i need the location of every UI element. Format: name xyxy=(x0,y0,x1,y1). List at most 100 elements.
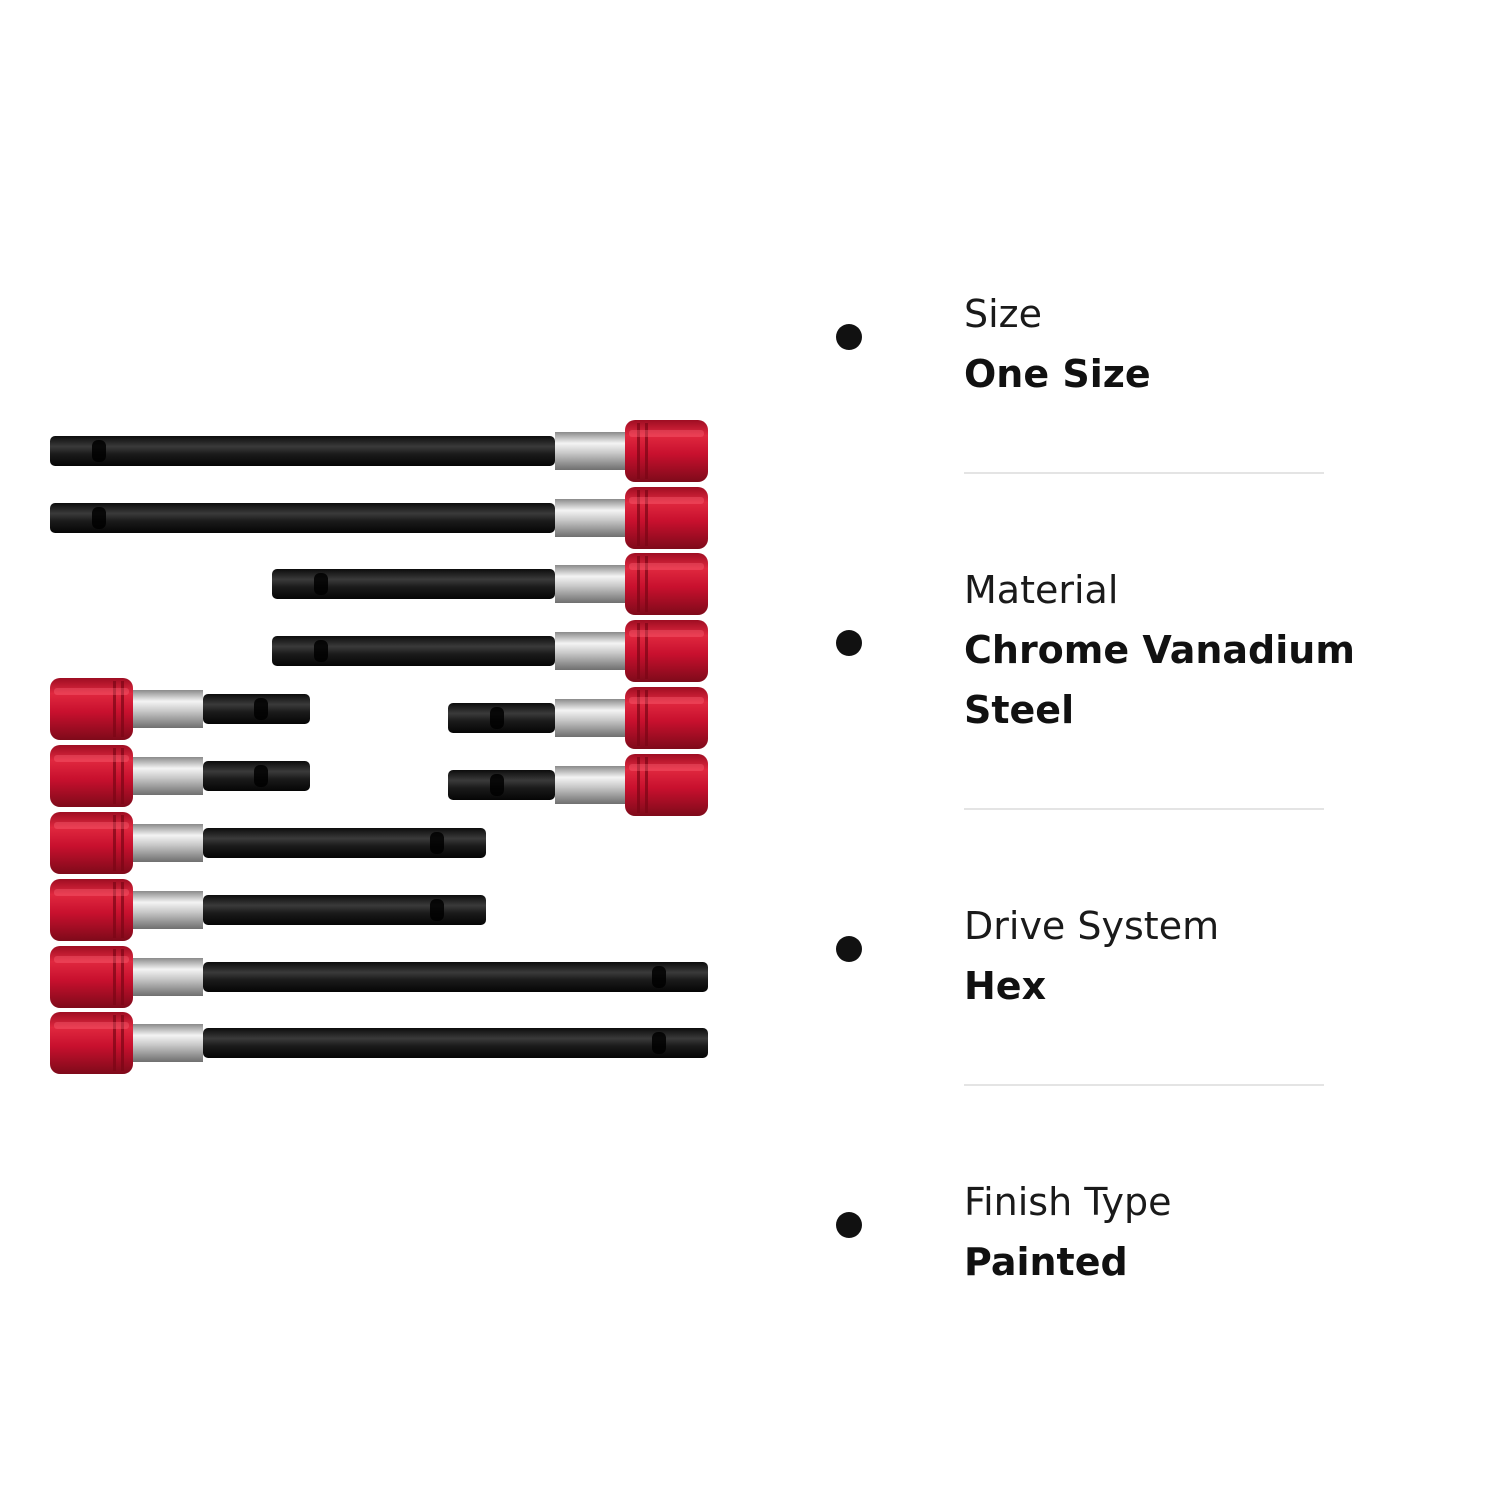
collet-rib xyxy=(121,949,124,1005)
collet-rib xyxy=(645,490,648,546)
bit-holder xyxy=(50,879,486,941)
silver-sleeve xyxy=(555,565,625,603)
collet-rib xyxy=(645,690,648,746)
collet-rib xyxy=(637,757,640,813)
spec-value-finish-type: Painted xyxy=(964,1240,1128,1284)
collet-rib xyxy=(637,423,640,479)
red-collet xyxy=(50,946,133,1008)
spec-value-drive-system: Hex xyxy=(964,964,1047,1008)
collet-highlight xyxy=(54,755,129,762)
spec-text: Finish Type Painted xyxy=(964,1172,1394,1292)
shaft-groove xyxy=(314,640,328,662)
silver-sleeve xyxy=(133,1024,203,1062)
red-collet xyxy=(50,879,133,941)
red-collet xyxy=(50,812,133,874)
shaft-groove xyxy=(314,573,328,595)
collet-rib xyxy=(121,882,124,938)
collet-rib xyxy=(113,882,116,938)
bit-holder xyxy=(272,620,708,682)
collet-highlight xyxy=(54,956,129,963)
silver-sleeve xyxy=(133,958,203,996)
divider xyxy=(964,472,1324,474)
collet-rib xyxy=(113,748,116,804)
collet-highlight xyxy=(54,1022,129,1029)
bit-holder xyxy=(50,745,310,807)
spec-text: Size One Size xyxy=(964,284,1394,404)
collet-rib xyxy=(645,423,648,479)
shaft-groove xyxy=(652,1032,666,1054)
spec-text: Material Chrome Vanadium Steel xyxy=(964,560,1394,740)
hex-shaft xyxy=(203,962,708,992)
shaft-groove xyxy=(254,765,268,787)
spec-text: Drive System Hex xyxy=(964,896,1394,1016)
collet-highlight xyxy=(54,688,129,695)
divider xyxy=(964,808,1324,810)
spec-value-material: Chrome Vanadium Steel xyxy=(964,628,1355,732)
collet-rib xyxy=(637,623,640,679)
collet-highlight xyxy=(54,889,129,896)
collet-rib xyxy=(637,490,640,546)
spec-label-material: Material xyxy=(964,568,1119,612)
bullet-icon xyxy=(836,936,862,962)
red-collet xyxy=(50,745,133,807)
collet-rib xyxy=(113,949,116,1005)
collet-rib xyxy=(637,690,640,746)
bit-holder xyxy=(50,487,708,549)
hex-shaft xyxy=(272,569,555,599)
hex-shaft xyxy=(203,1028,708,1058)
collet-highlight xyxy=(629,764,704,771)
silver-sleeve xyxy=(133,824,203,862)
collet-highlight xyxy=(629,697,704,704)
shaft-groove xyxy=(92,440,106,462)
collet-rib xyxy=(121,815,124,871)
collet-rib xyxy=(121,681,124,737)
collet-highlight xyxy=(54,822,129,829)
hex-shaft xyxy=(203,828,486,858)
collet-rib xyxy=(113,1015,116,1071)
collet-highlight xyxy=(629,563,704,570)
spec-label-finish-type: Finish Type xyxy=(964,1180,1172,1224)
silver-sleeve xyxy=(133,891,203,929)
silver-sleeve xyxy=(133,757,203,795)
spec-label-size: Size xyxy=(964,292,1043,336)
bit-holder xyxy=(50,678,310,740)
shaft-groove xyxy=(430,832,444,854)
bullet-icon xyxy=(836,1212,862,1238)
collet-rib xyxy=(113,815,116,871)
bit-holder xyxy=(448,687,708,749)
bullet-icon xyxy=(836,630,862,656)
silver-sleeve xyxy=(555,432,625,470)
bit-holder xyxy=(50,946,708,1008)
shaft-groove xyxy=(490,774,504,796)
collet-highlight xyxy=(629,430,704,437)
hex-shaft xyxy=(203,895,486,925)
bit-holder xyxy=(50,420,708,482)
divider xyxy=(964,1084,1324,1086)
silver-sleeve xyxy=(555,766,625,804)
hex-shaft xyxy=(50,436,555,466)
bit-holder xyxy=(448,754,708,816)
silver-sleeve xyxy=(133,690,203,728)
collet-highlight xyxy=(629,630,704,637)
red-collet xyxy=(50,1012,133,1074)
shaft-groove xyxy=(254,698,268,720)
product-image-bit-holders xyxy=(50,420,708,1074)
bullet-icon xyxy=(836,324,862,350)
spec-value-size: One Size xyxy=(964,352,1151,396)
collet-rib xyxy=(113,681,116,737)
shaft-groove xyxy=(652,966,666,988)
spec-label-drive-system: Drive System xyxy=(964,904,1220,948)
collet-rib xyxy=(645,757,648,813)
shaft-groove xyxy=(92,507,106,529)
silver-sleeve xyxy=(555,699,625,737)
bit-holder xyxy=(272,553,708,615)
collet-rib xyxy=(121,1015,124,1071)
bit-holder xyxy=(50,812,486,874)
shaft-groove xyxy=(490,707,504,729)
collet-rib xyxy=(121,748,124,804)
hex-shaft xyxy=(272,636,555,666)
shaft-groove xyxy=(430,899,444,921)
red-collet xyxy=(50,678,133,740)
hex-shaft xyxy=(50,503,555,533)
collet-highlight xyxy=(629,497,704,504)
